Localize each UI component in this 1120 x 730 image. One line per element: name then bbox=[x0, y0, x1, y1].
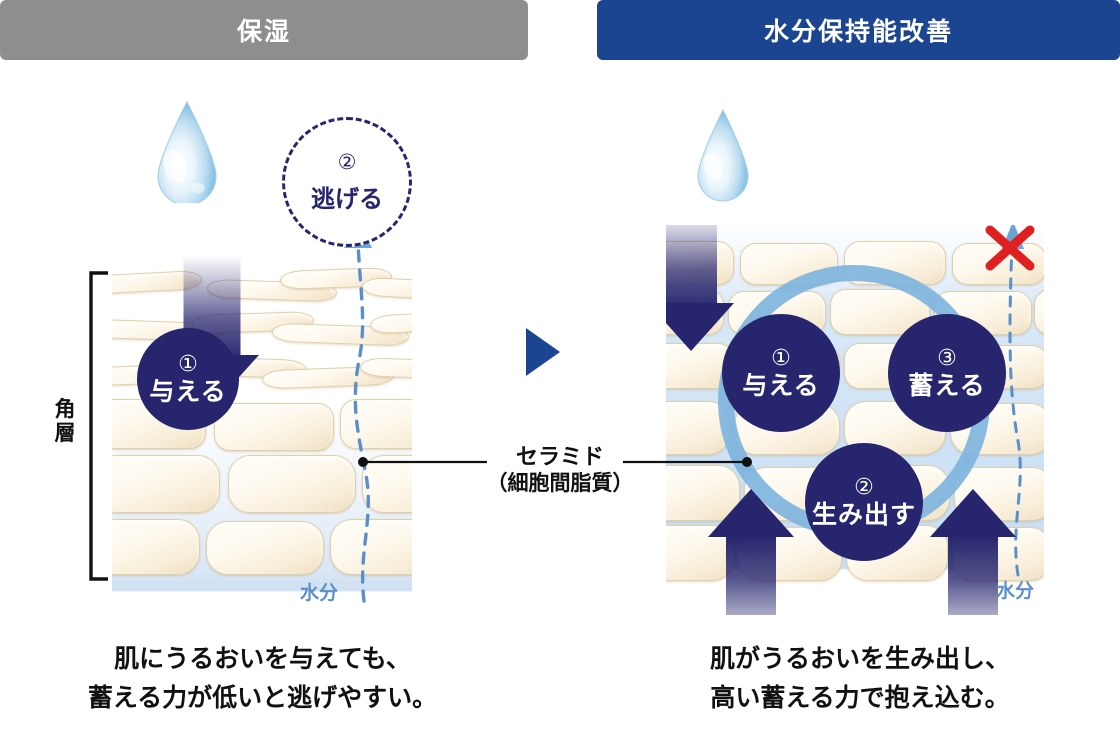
circle-number: ② bbox=[854, 474, 874, 499]
skin-cell bbox=[340, 399, 412, 449]
circle-label: 生み出す bbox=[811, 501, 916, 529]
circle-store-right: ③ 蓄える bbox=[888, 314, 1006, 432]
skin-cell bbox=[112, 455, 220, 513]
arrow-up-generate-right bbox=[908, 489, 1038, 615]
caption-right-line1: 肌がうるおいを生み出し、 bbox=[709, 645, 1010, 673]
circle-supply-left: ① 与える bbox=[137, 328, 239, 430]
skin-cell bbox=[206, 521, 324, 575]
skin-cell bbox=[330, 519, 412, 575]
stratum-corneum-label: 角層 bbox=[54, 398, 76, 445]
circle-number: ② bbox=[337, 151, 357, 174]
arrow-down-supply-right bbox=[666, 225, 756, 361]
skin-cell bbox=[362, 455, 412, 513]
circle-label: 蓄える bbox=[908, 372, 986, 400]
skin-cell bbox=[1034, 289, 1044, 335]
header-left-label: 保湿 bbox=[236, 18, 291, 46]
caption-left-line1: 肌にうるおいを与えても、 bbox=[114, 645, 411, 673]
circle-label: 逃げる bbox=[311, 186, 383, 213]
circle-generate-right: ② 生み出す bbox=[805, 443, 923, 561]
circle-label: 与える bbox=[742, 372, 820, 400]
ceramide-title: セラミド bbox=[515, 444, 604, 469]
skin-cell bbox=[112, 519, 200, 575]
skin-cell bbox=[214, 403, 334, 451]
circle-label: 与える bbox=[149, 378, 227, 406]
ceramide-subtitle: （細胞間脂質） bbox=[486, 472, 634, 496]
header-right-improvement: 水分保持能改善 bbox=[597, 0, 1120, 60]
circle-number: ① bbox=[771, 345, 791, 370]
right-triangle-arrow-icon bbox=[526, 328, 560, 376]
skin-cell bbox=[228, 455, 356, 513]
water-label-left: 水分 bbox=[300, 583, 339, 604]
arrow-up-generate-left bbox=[686, 489, 816, 615]
ceramide-callout: セラミド （細胞間脂質） bbox=[430, 443, 690, 498]
skin-cell bbox=[361, 276, 412, 301]
caption-right: 肌がうるおいを生み出し、 高い蓄える力で抱え込む。 bbox=[620, 640, 1100, 718]
water-label-right: 水分 bbox=[996, 581, 1035, 602]
circle-escape-dashed: ② 逃げる bbox=[282, 117, 412, 247]
caption-left-line2: 蓄える力が低いと逃げやすい。 bbox=[87, 683, 438, 712]
circle-number: ① bbox=[178, 351, 198, 376]
caption-left: 肌にうるおいを与えても、 蓄える力が低いと逃げやすい。 bbox=[20, 640, 505, 718]
water-droplet-icon-right bbox=[690, 108, 756, 204]
water-droplet-icon-left bbox=[148, 100, 226, 208]
header-left-moisturizing: 保湿 bbox=[0, 0, 528, 60]
skin-cell bbox=[952, 243, 1044, 285]
panel-left-skin-cross-section bbox=[112, 203, 412, 615]
circle-supply-right: ① 与える bbox=[722, 314, 840, 432]
stratum-corneum-bracket bbox=[89, 271, 108, 581]
skin-cell bbox=[844, 241, 946, 285]
skin-cell bbox=[369, 310, 412, 335]
caption-right-line2: 高い蓄える力で抱え込む。 bbox=[710, 683, 1010, 712]
header-right-label: 水分保持能改善 bbox=[763, 18, 953, 46]
circle-number: ③ bbox=[937, 345, 957, 370]
